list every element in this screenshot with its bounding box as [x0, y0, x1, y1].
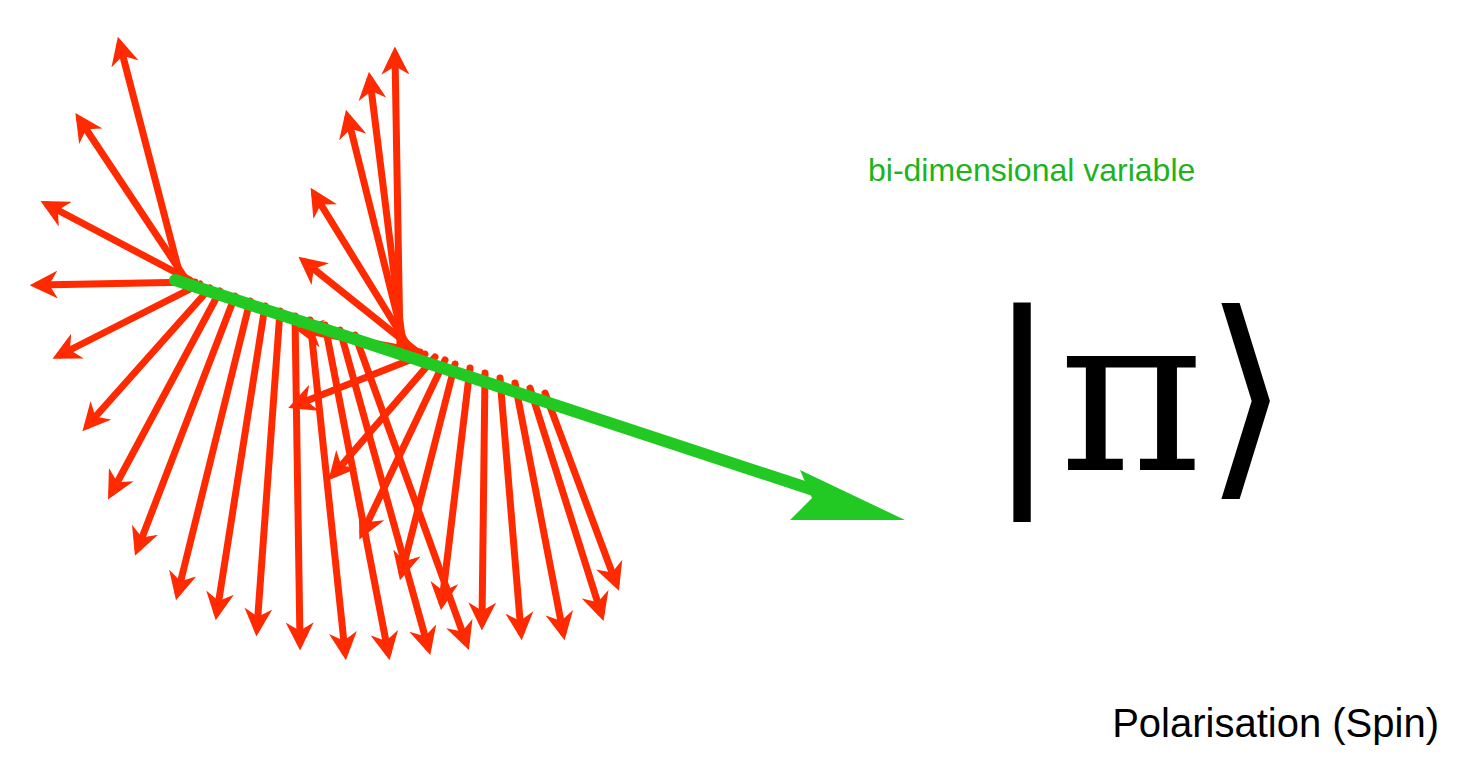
field-vectors	[38, 45, 616, 652]
propagation-axis	[175, 280, 905, 520]
ket-symbol: |π⟩	[985, 262, 1290, 526]
axis-caption: bi-dimensional variable	[868, 152, 1195, 189]
polarisation-label: Polarisation (Spin)	[1112, 700, 1439, 746]
